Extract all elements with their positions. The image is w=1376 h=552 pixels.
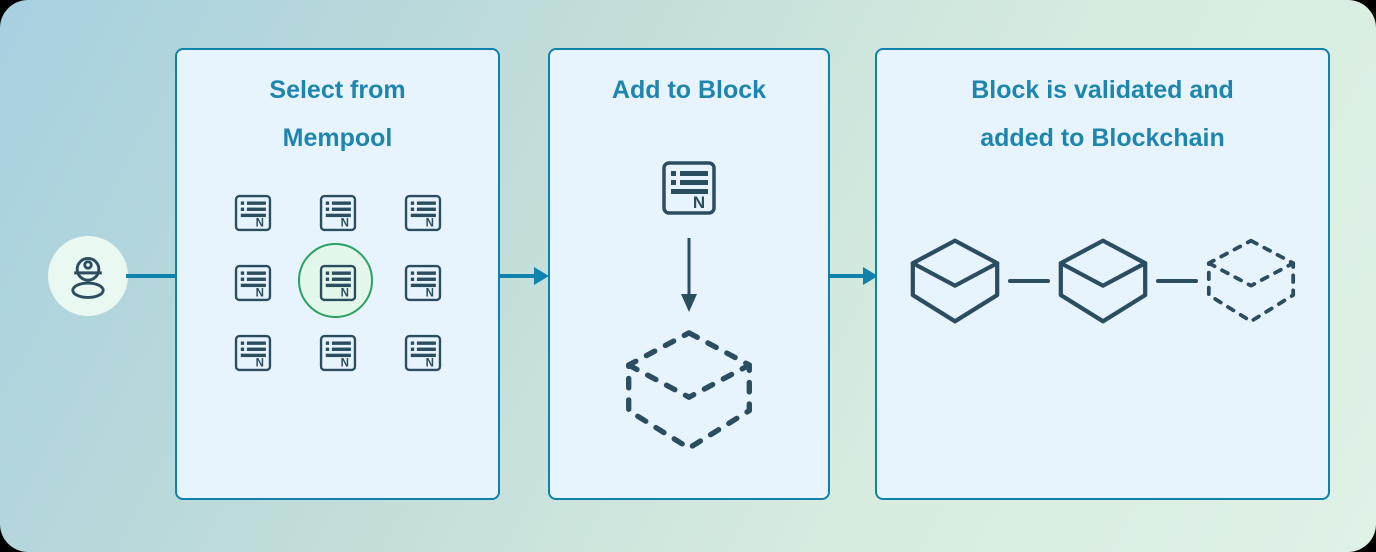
transaction-icon: N [404, 334, 442, 372]
mempool-transaction: N [404, 264, 442, 302]
svg-text:N: N [426, 218, 434, 230]
svg-text:N: N [693, 193, 705, 212]
block-cube-dashed [1206, 238, 1295, 324]
title-line: Block is validated and [971, 76, 1234, 104]
transaction-icon: N [319, 334, 357, 372]
mempool-transaction: N [319, 194, 357, 232]
transaction-icon: N [662, 161, 716, 215]
panel-blockchain-title: Block is validated and added to Blockcha… [877, 66, 1328, 162]
mempool-transaction: N [404, 194, 442, 232]
chain-link [1007, 278, 1050, 284]
svg-text:N: N [426, 358, 434, 370]
transaction-icon: N [404, 194, 442, 232]
svg-text:N: N [256, 218, 264, 230]
title-line: Add to Block [611, 76, 767, 104]
miner-connector-line [126, 274, 176, 278]
mempool-transaction: N [404, 334, 442, 372]
transaction-icon: N [404, 264, 442, 302]
transaction-icon: N [234, 194, 272, 232]
arrow-right-icon [497, 267, 549, 285]
blockchain-row [877, 236, 1328, 326]
arrow-down-icon [681, 238, 697, 312]
title-line: Select from [269, 76, 406, 104]
title-line: added to Blockchain [980, 124, 1225, 152]
mempool-transaction: N [234, 334, 272, 372]
new-block-placeholder [622, 326, 756, 460]
svg-text:N: N [256, 358, 264, 370]
panel-blockchain: Block is validated and added to Blockcha… [875, 48, 1330, 500]
svg-text:N: N [256, 288, 264, 300]
svg-text:N: N [341, 358, 349, 370]
svg-text:N: N [426, 288, 434, 300]
block-cube-solid [1058, 238, 1147, 324]
mempool-transaction: N [319, 334, 357, 372]
block-cube-solid [910, 238, 999, 324]
miner-icon [71, 256, 105, 299]
transaction-icon: N [319, 194, 357, 232]
block-cube-dashed [626, 330, 752, 451]
transaction-icon: N [234, 264, 272, 302]
mempool-grid: N N N N N N [234, 194, 442, 372]
svg-text:N: N [341, 218, 349, 230]
panel-mempool-title: Select from Mempool [177, 66, 498, 162]
chain-link [1155, 278, 1198, 284]
panel-mempool: Select from Mempool N N N N [175, 48, 500, 500]
mempool-transaction: N [234, 264, 272, 302]
mempool-transaction: N [234, 194, 272, 232]
miner-badge [48, 236, 128, 316]
panel-add-to-block: Add to Block N [548, 48, 830, 500]
transaction-icon: N [234, 334, 272, 372]
svg-text:N: N [341, 288, 349, 300]
panel-add-title: Add to Block [550, 66, 828, 114]
selected-transaction: N [661, 160, 717, 221]
transaction-icon: N [319, 264, 357, 302]
arrow-right-icon [826, 267, 878, 285]
title-line: Mempool [282, 124, 393, 152]
mempool-transaction-selected: N [298, 243, 373, 318]
